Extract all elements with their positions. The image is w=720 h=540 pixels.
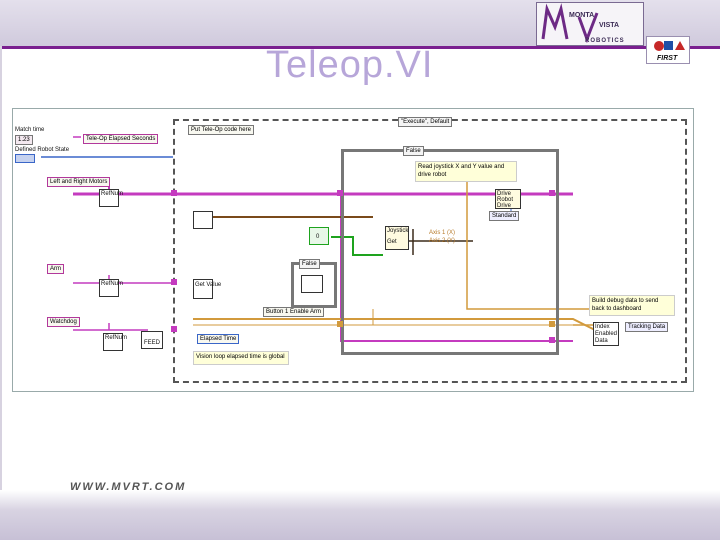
bottom-band (0, 490, 720, 540)
first-logo: FIRST (646, 36, 690, 64)
left-right-refnum-tag: RefNum (101, 191, 124, 197)
tunnel-case-out (549, 190, 555, 196)
arm-case-selector[interactable]: False (299, 259, 320, 269)
robot-drive-node[interactable]: Drive Robot Drive (495, 189, 521, 209)
debug-bundle-node[interactable]: Index Enabled Data (593, 322, 619, 346)
match-time-label: Match time (15, 127, 45, 133)
elapsed-time-node[interactable]: Elapsed Time (197, 334, 240, 344)
debug-node-line3: Data (595, 338, 608, 344)
first-logo-text: FIRST (657, 55, 678, 62)
arm-refnum-tag: RefNum (101, 281, 124, 287)
tunnel-orange-out (549, 321, 555, 327)
case-selector-execute[interactable]: "Execute", Default (398, 117, 453, 127)
match-time-terminal[interactable]: 1.23 (15, 135, 33, 145)
tunnel-orange-in (337, 321, 343, 327)
block-diagram: Match time 1.23 Tele-Op Elapsed Seconds … (12, 108, 694, 392)
drive-node-line1: Drive (497, 191, 512, 197)
drive-node-line2: Robot (497, 197, 514, 203)
watchdog-control[interactable]: Watchdog (47, 317, 80, 327)
comment-debug: Build debug data to send back to dashboa… (589, 295, 675, 316)
joystick-refnum[interactable] (193, 211, 213, 229)
case-selector-false[interactable]: False (403, 146, 424, 156)
left-right-motors-refnum[interactable]: RefNum (99, 189, 123, 207)
elapsed-seconds-node[interactable]: Tele-Op Elapsed Seconds (83, 134, 159, 144)
case-structure[interactable] (341, 149, 559, 355)
tunnel-watchdog (171, 326, 177, 332)
teleop-header: Put Tele-Op code here (188, 125, 254, 135)
arm-get-value-node[interactable]: Get Value (193, 279, 221, 299)
joystick-node-line2: Get (387, 239, 397, 245)
mvrt-logo: MONTA VISTA ROBOTICS (536, 2, 644, 46)
arm-control[interactable]: Arm (47, 264, 64, 274)
tracking-data-indicator[interactable]: Tracking Data (625, 322, 669, 332)
slide-title: Teleop.VI (266, 44, 434, 86)
tunnel-arm (171, 279, 177, 285)
enum-constant[interactable]: 0 (309, 227, 329, 245)
mvrt-logo-line3: ROBOTICS (585, 38, 625, 44)
arm-get-value-text: Get Value (195, 282, 222, 288)
axis1-label: Axis 1 (X) (429, 230, 456, 236)
enum-constant-value: 0 (316, 234, 320, 240)
watchdog-refnum[interactable]: RefNum (103, 333, 127, 351)
joystick-node-line1: Joystick (387, 228, 409, 234)
left-right-motors-control[interactable]: Left and Right Motors (47, 177, 111, 187)
footer-url: WWW.MVRT.COM (70, 481, 187, 493)
axis2-label: Axis 2 (Y) (429, 238, 456, 244)
comment-bottom: Vision loop elapsed time is global (193, 351, 289, 365)
debug-node-line2: Enabled (595, 331, 618, 337)
tunnel-case-in (337, 190, 343, 196)
joystick-get-node[interactable]: Joystick Get (385, 226, 409, 250)
button-enable-label: Button 1 Enable Arm (263, 307, 325, 317)
tunnel-layer (171, 190, 555, 343)
side-rule (0, 46, 2, 540)
drive-node-line3: Drive (497, 203, 512, 209)
debug-node-line1: Index (595, 324, 610, 330)
watchdog-refnum-tag: RefNum (105, 335, 128, 341)
watchdog-feed-node[interactable]: FEED (141, 331, 163, 349)
first-logo-graphic: FIRST (654, 41, 685, 62)
drive-mode-dropdown[interactable]: Standard (489, 211, 520, 221)
arm-refnum[interactable]: RefNum (99, 279, 123, 297)
tunnel-motors (171, 190, 177, 196)
watchdog-feed-text: FEED (144, 340, 161, 346)
mvrt-logo-line1: MONTA (569, 12, 594, 19)
top-rule (0, 46, 720, 49)
mvrt-logo-line2: VISTA (599, 22, 619, 29)
defined-robot-state-terminal[interactable] (15, 154, 35, 163)
defined-robot-state-label: Defined Robot State (15, 147, 70, 153)
arm-set-node[interactable] (301, 275, 323, 293)
comment-drive: Read joystick X and Y value and drive ro… (415, 161, 517, 182)
mvrt-logo-graphic: MONTA VISTA ROBOTICS (541, 3, 625, 44)
tunnel-pink-out (549, 337, 555, 343)
